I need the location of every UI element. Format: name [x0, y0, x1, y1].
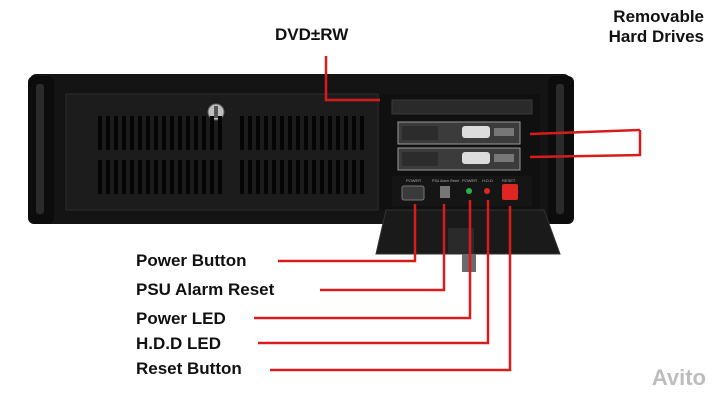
vent-slot — [336, 116, 340, 150]
vent-slot — [210, 116, 214, 150]
vent-slot — [296, 160, 300, 194]
power-button-icon — [401, 185, 425, 201]
psu-alarm-reset-label: PSU Alarm Reset — [136, 280, 275, 299]
vent-slot — [272, 116, 276, 150]
vent-slot — [304, 116, 308, 150]
vent-slot — [312, 160, 316, 194]
vent-slot — [154, 116, 158, 150]
vent-slot — [106, 116, 110, 150]
hdd-tray-1 — [397, 121, 521, 145]
vent-slot — [138, 160, 142, 194]
vent-slot — [256, 160, 260, 194]
vent-slot — [280, 160, 284, 194]
vent-slot — [288, 160, 292, 194]
vent-slot — [178, 116, 182, 150]
vent-slot — [122, 160, 126, 194]
vent-slot — [114, 116, 118, 150]
removable-hdd-label-line1: Removable — [613, 7, 704, 26]
vent-slot — [218, 160, 222, 194]
vent-slot — [360, 116, 364, 150]
vent-slot — [312, 116, 316, 150]
power-led-icon — [466, 188, 472, 194]
vent-slot — [138, 116, 142, 150]
ventilation-grille — [98, 116, 364, 194]
psu-reset-icon — [440, 186, 450, 198]
vent-slot — [288, 116, 292, 150]
vent-slot — [248, 160, 252, 194]
dvd-bay — [391, 99, 533, 115]
dvd-label: DVD±RW — [275, 25, 349, 44]
vent-slot — [202, 116, 206, 150]
vent-slot — [240, 116, 244, 150]
vent-slot — [360, 160, 364, 194]
vent-slot — [98, 160, 102, 194]
vent-slot — [170, 116, 174, 150]
vent-slot — [170, 160, 174, 194]
power-led-label: Power LED — [136, 309, 226, 328]
vent-slot — [130, 116, 134, 150]
vent-slot — [178, 160, 182, 194]
hdd-tray-2 — [397, 147, 521, 171]
vent-slot — [344, 116, 348, 150]
vent-slot — [162, 160, 166, 194]
vent-slot — [186, 116, 190, 150]
vent-slot — [194, 116, 198, 150]
vent-slot — [210, 160, 214, 194]
watermark: Avito — [651, 365, 706, 390]
vent-slot — [272, 160, 276, 194]
vent-slot — [328, 116, 332, 150]
vent-slot — [248, 116, 252, 150]
power-button-label: Power Button — [136, 251, 247, 270]
removable-hdd-label-line2: Hard Drives — [608, 27, 704, 46]
vent-slot — [122, 116, 126, 150]
vent-slot — [240, 160, 244, 194]
vent-slot — [320, 116, 324, 150]
vent-slot — [320, 160, 324, 194]
leader-lines — [254, 56, 642, 372]
hdd-led-icon — [484, 188, 490, 194]
vent-slot — [344, 160, 348, 194]
vent-slot — [202, 160, 206, 194]
vent-slot — [162, 116, 166, 150]
vent-slot — [264, 116, 268, 150]
vent-slot — [256, 116, 260, 150]
vent-slot — [130, 160, 134, 194]
vent-slot — [98, 116, 102, 150]
vent-slot — [146, 116, 150, 150]
reset-button-icon — [502, 184, 518, 200]
bezel-flap — [375, 209, 561, 272]
vent-slot — [352, 116, 356, 150]
reset-button-label: Reset Button — [136, 359, 242, 378]
vent-slot — [280, 116, 284, 150]
vent-slot — [352, 160, 356, 194]
vent-slot — [154, 160, 158, 194]
hdd-led-label: H.D.D LED — [136, 334, 221, 353]
vent-slot — [264, 160, 268, 194]
vent-slot — [186, 160, 190, 194]
vent-slot — [304, 160, 308, 194]
rackmount-chassis — [28, 74, 574, 224]
vent-slot — [218, 116, 222, 150]
vent-slot — [114, 160, 118, 194]
vent-slot — [146, 160, 150, 194]
vent-slot — [336, 160, 340, 194]
vent-slot — [328, 160, 332, 194]
vent-slot — [194, 160, 198, 194]
vent-slot — [296, 116, 300, 150]
vent-slot — [106, 160, 110, 194]
